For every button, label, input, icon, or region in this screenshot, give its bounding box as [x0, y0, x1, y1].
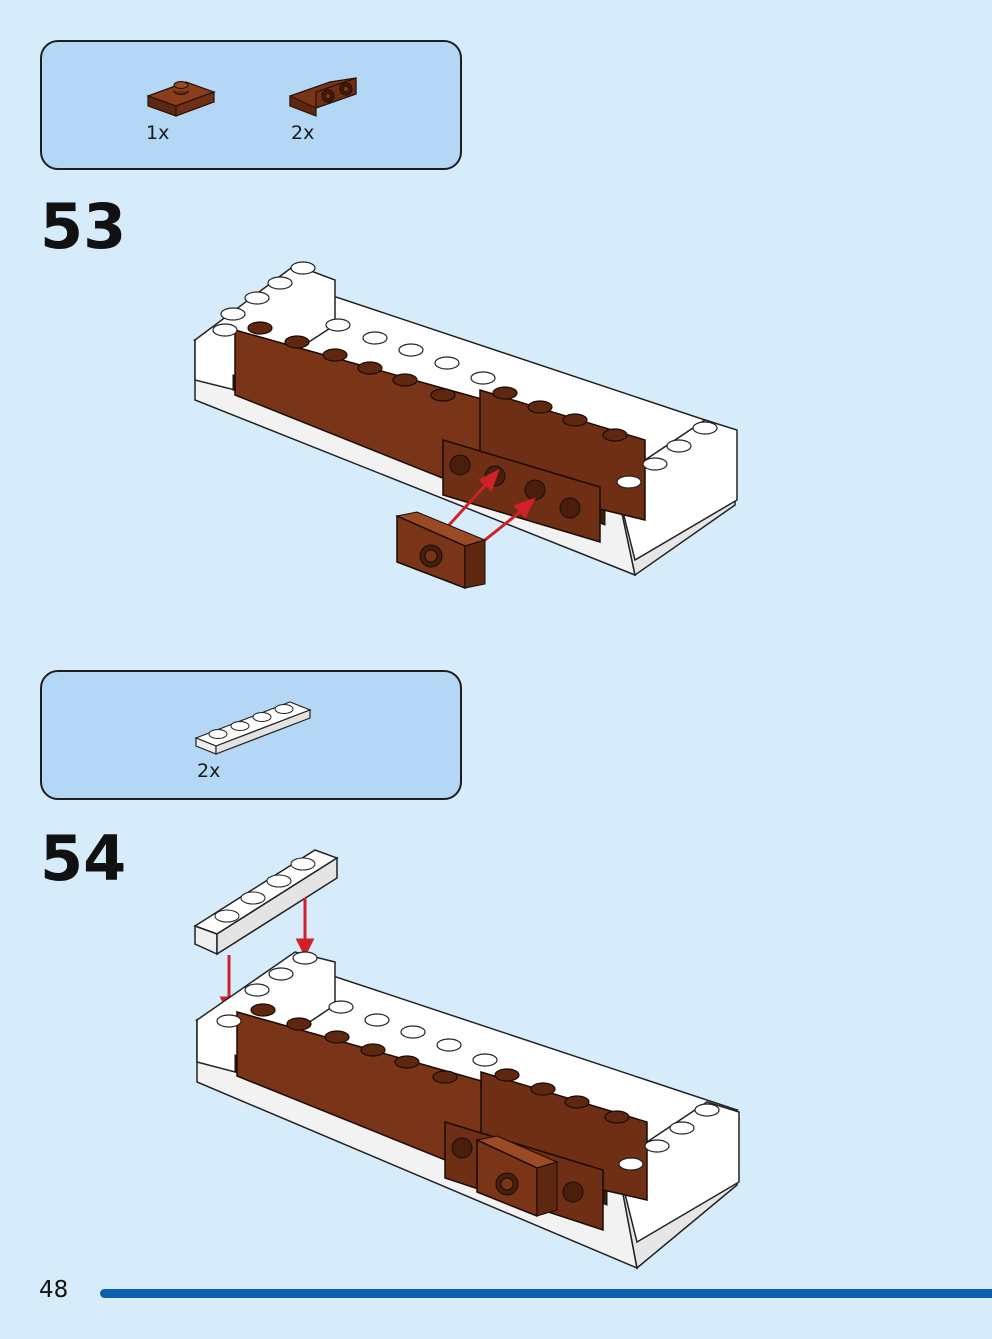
white-plate-piece [193, 849, 339, 956]
quantity-label: 1x [146, 122, 170, 144]
parts-callout-step-54: 2x [40, 670, 462, 800]
jumper-plate-piece [395, 511, 487, 590]
step-number: 53 [40, 190, 127, 263]
quantity-label: 2x [197, 760, 221, 782]
step-number: 54 [40, 822, 127, 895]
page-progress-bar [100, 1289, 992, 1298]
step-54-model-illustration [193, 849, 740, 1270]
quantity-label: 2x [291, 122, 315, 144]
jumper-plate-piece [475, 1135, 559, 1218]
parts-callout-step-53: 1x 2x [40, 40, 462, 170]
brown-jumper-plate-part [146, 81, 216, 117]
brown-brackets [442, 438, 601, 544]
white-plate-part [194, 701, 312, 755]
step-53-model-illustration [192, 261, 738, 590]
page-number: 48 [39, 1277, 69, 1303]
brown-bracket-part [289, 77, 357, 117]
